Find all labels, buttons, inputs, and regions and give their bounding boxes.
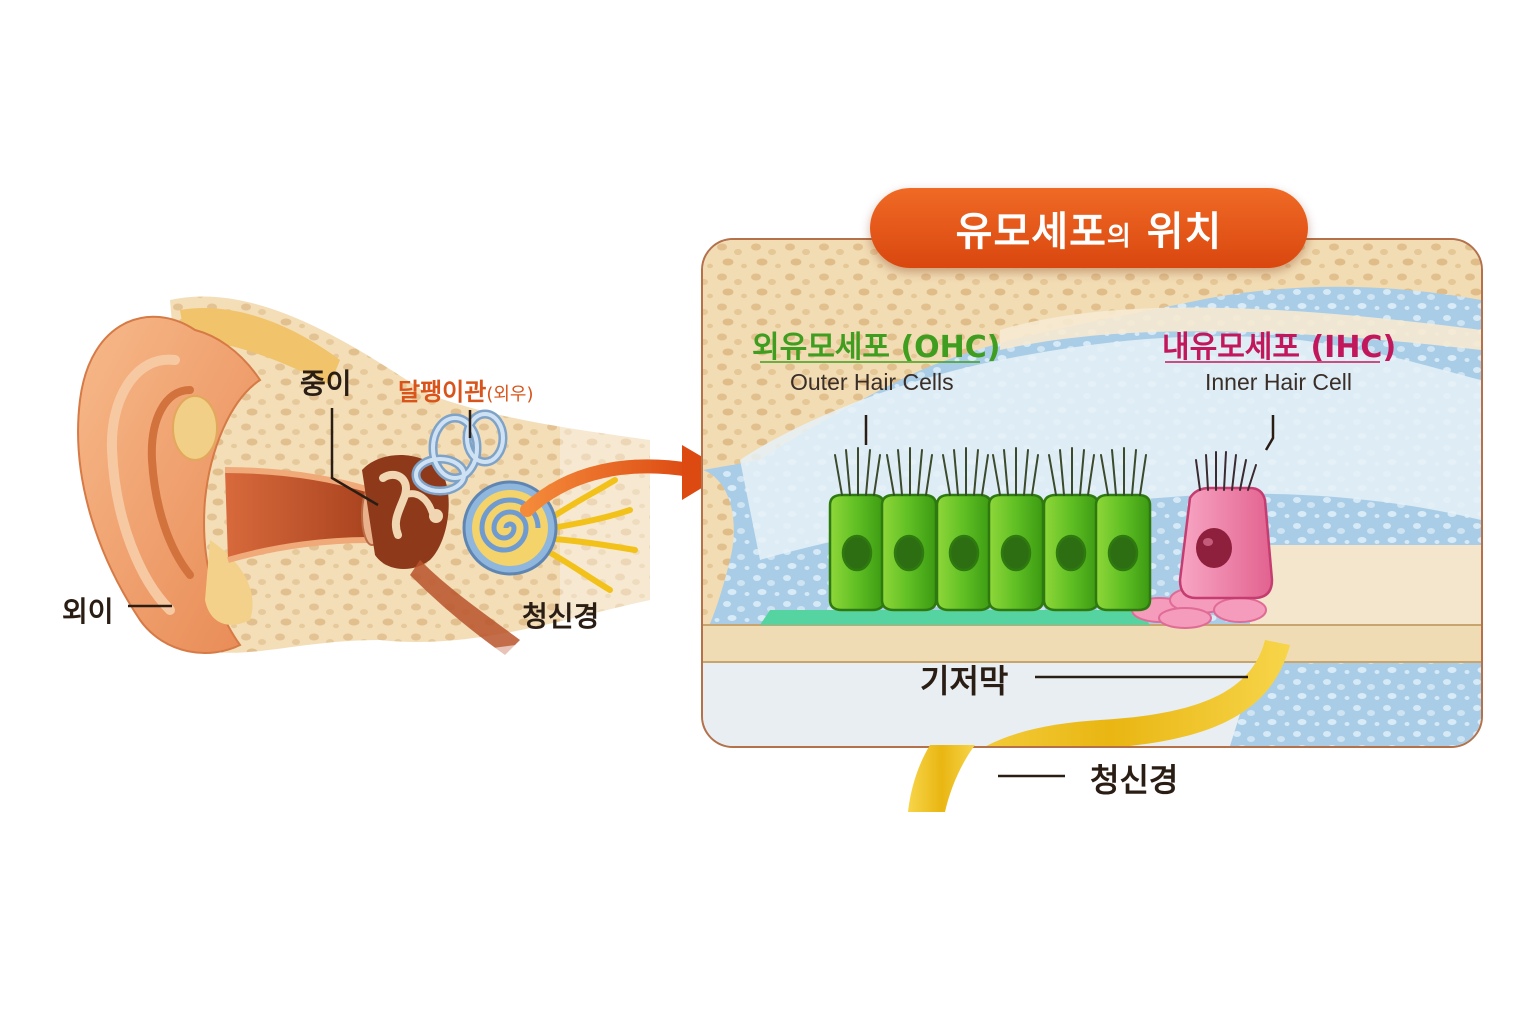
label-cochlea-note: (외우)	[486, 384, 534, 405]
label-ohc-korean: 외유모세포 (OHC)	[752, 330, 1001, 365]
inner-hair-cell	[1178, 451, 1274, 600]
ohc-cell-1	[828, 493, 886, 612]
basilar-membrane	[703, 625, 1481, 662]
label-middle-ear: 중이	[300, 367, 352, 400]
label-ihc-korean: 내유모세포 (IHC)	[1162, 330, 1397, 365]
ohc-cell-3	[935, 493, 993, 612]
label-ohc-english: Outer Hair Cells	[790, 369, 954, 395]
ohc-cell-6	[1094, 493, 1152, 612]
supporting-cells	[1250, 545, 1481, 630]
ear-cross-section	[77, 296, 660, 655]
label-ihc-english: Inner Hair Cell	[1205, 369, 1352, 395]
label-basilar-membrane: 기저막	[920, 662, 1009, 700]
ohc-cell-4	[987, 493, 1045, 612]
title-text: 유모세포의 위치	[955, 209, 1223, 255]
zoom-arrow	[520, 459, 697, 517]
detail-panel	[701, 238, 1483, 812]
ohc-stereocilia	[834, 447, 1147, 496]
label-cochlea-main: 달팽이관	[398, 378, 487, 406]
label-auditory-nerve-right: 청신경	[1090, 761, 1179, 799]
auditory-nerve-panel	[930, 640, 1290, 746]
ohc-cell-5	[1042, 493, 1100, 612]
title-banner: 유모세포의 위치	[870, 188, 1308, 268]
ear-canal	[225, 470, 370, 560]
outer-hair-cells	[828, 493, 1152, 612]
label-cochlea: 달팽이관(외우)	[398, 372, 534, 407]
ohc-cell-2	[880, 493, 938, 612]
label-outer-ear: 외이	[62, 595, 114, 628]
label-auditory-nerve-left: 청신경	[522, 600, 600, 633]
